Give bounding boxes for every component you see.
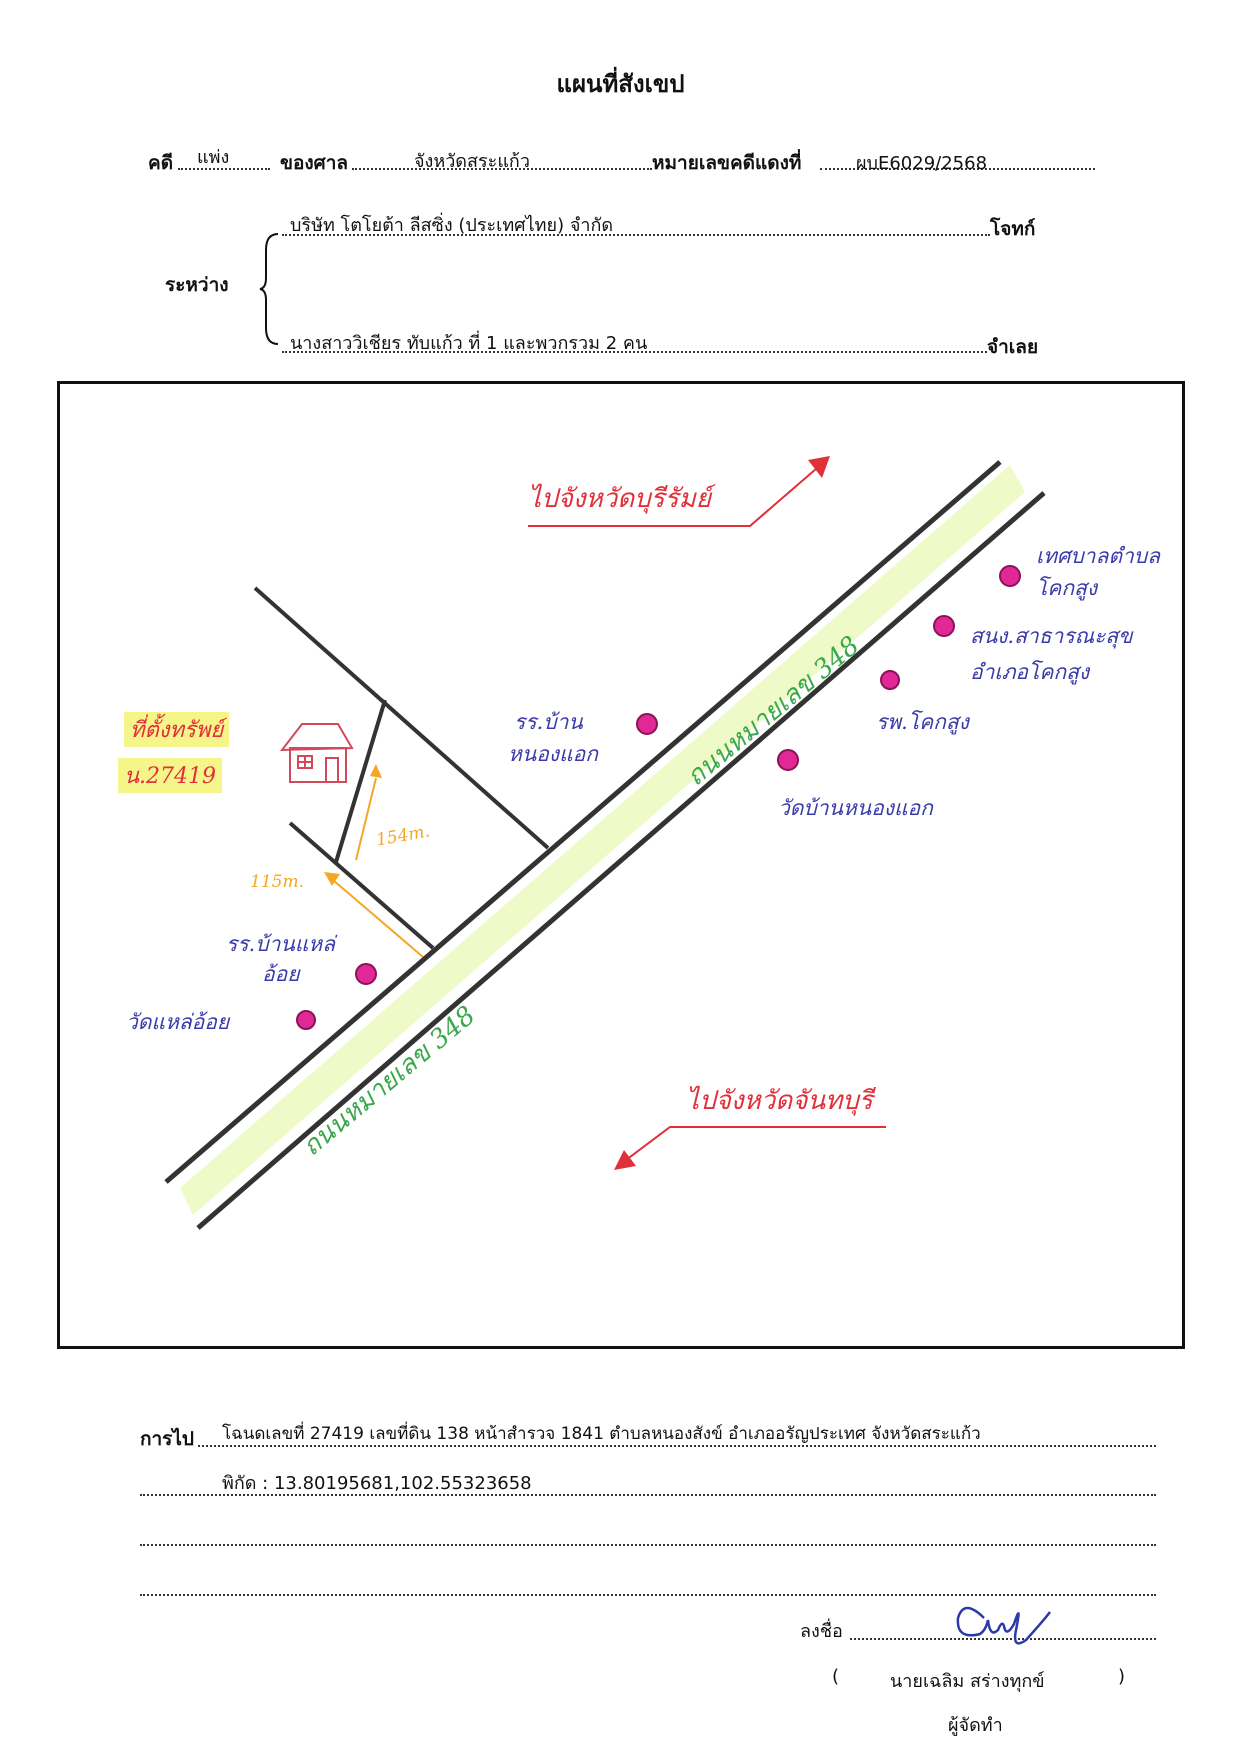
plaintiff-label: โจทก์ [990, 218, 1036, 240]
landmark-temple-nongaek: วัดบ้านหนองแอก [778, 796, 933, 820]
page-title: แผนที่สังเขป [556, 70, 685, 98]
signer-role: ผู้จัดทำ [948, 1715, 1003, 1736]
dot-school-laeoi [355, 963, 377, 985]
landmark-health-office-line2: อำเภอโคกสูง [970, 660, 1090, 684]
to-chanthaburi-label: ไปจังหวัดจันทบุรี [686, 1086, 873, 1116]
landmark-hospital: รพ.โคกสูง [876, 710, 969, 734]
plaintiff-name: บริษัท โตโยต้า ลีสซิ่ง (ประเทศไทย) จำกัด [290, 215, 614, 236]
defendant-name: นางสาววิเชียร ทับแก้ว ที่ 1 และพวกรวม 2 … [290, 333, 648, 354]
case-type: แพ่ง [197, 147, 230, 168]
side-road-1 [253, 586, 550, 850]
side-road-3 [288, 821, 435, 950]
close-paren: ) [1118, 1666, 1126, 1687]
arrow-buriram-icon [528, 461, 825, 527]
to-buriram-label: ไปจังหวัดบุรีรัมย์ [528, 484, 711, 514]
between-label: ระหว่าง [165, 274, 229, 296]
dot-health-office [933, 615, 955, 637]
arrow-chanthaburi-icon [617, 1126, 886, 1167]
sign-label: ลงชื่อ [800, 1621, 843, 1642]
house-icon [279, 723, 354, 783]
open-paren: ( [832, 1666, 840, 1687]
landmark-school-laeoi-line1: รร.บ้านแหล่ [226, 932, 335, 956]
landmark-municipality-line2: โคกสูง [1036, 576, 1098, 600]
arrow-115-icon [324, 872, 340, 886]
court-name: จังหวัดสระแก้ว [414, 151, 530, 172]
landmark-municipality-line1: เทศบาลตำบล [1036, 544, 1160, 568]
landmark-school-laeoi-line2: อ้อย [262, 962, 300, 986]
dot-temple-nongaek [777, 749, 799, 771]
dot-temple-laeoi [296, 1010, 316, 1030]
map-frame [57, 381, 1185, 1349]
signature-mark [956, 1606, 1051, 1645]
dot-school-nongaek [636, 713, 658, 735]
case-number-label: หมายเลขคดีแดงที่ [652, 152, 802, 174]
landmark-health-office-line1: สนง.สาธารณะสุข [970, 624, 1133, 648]
signer-name: นายเฉลิม สร่างทุกข์ [890, 1671, 1045, 1692]
defendant-label: จำเลย [987, 336, 1039, 358]
case-number: ผบE6029/2568 [856, 153, 988, 174]
landmark-school-nongaek-line2: หนองแอก [508, 742, 598, 766]
case-label: คดี [148, 152, 174, 174]
highway-highlight [180, 465, 1025, 1215]
side-road-2 [334, 699, 387, 863]
directions-label: การไป [140, 1428, 194, 1450]
dot-hospital [880, 670, 900, 690]
directions-line1: โฉนดเลขที่ 27419 เลขที่ดิน 138 หน้าสำรวจ… [222, 1424, 981, 1444]
property-deed: น.27419 [118, 758, 223, 793]
highway-edge-lower [196, 491, 1046, 1230]
directions-line2: พิกัด : 13.80195681,102.55323658 [222, 1473, 532, 1494]
brace-icon [259, 233, 279, 345]
dot-municipality [999, 565, 1021, 587]
landmark-temple-laeoi: วัดแหล่อ้อย [126, 1010, 230, 1034]
property-label: ที่ตั้งทรัพย์ [124, 712, 230, 747]
landmark-school-nongaek-line1: รร.บ้าน [514, 710, 583, 734]
arrow-154-icon [370, 764, 382, 778]
court-label: ของศาล [280, 152, 349, 174]
distance-115: 115m. [250, 872, 304, 892]
highway-edge-upper [164, 460, 1002, 1184]
